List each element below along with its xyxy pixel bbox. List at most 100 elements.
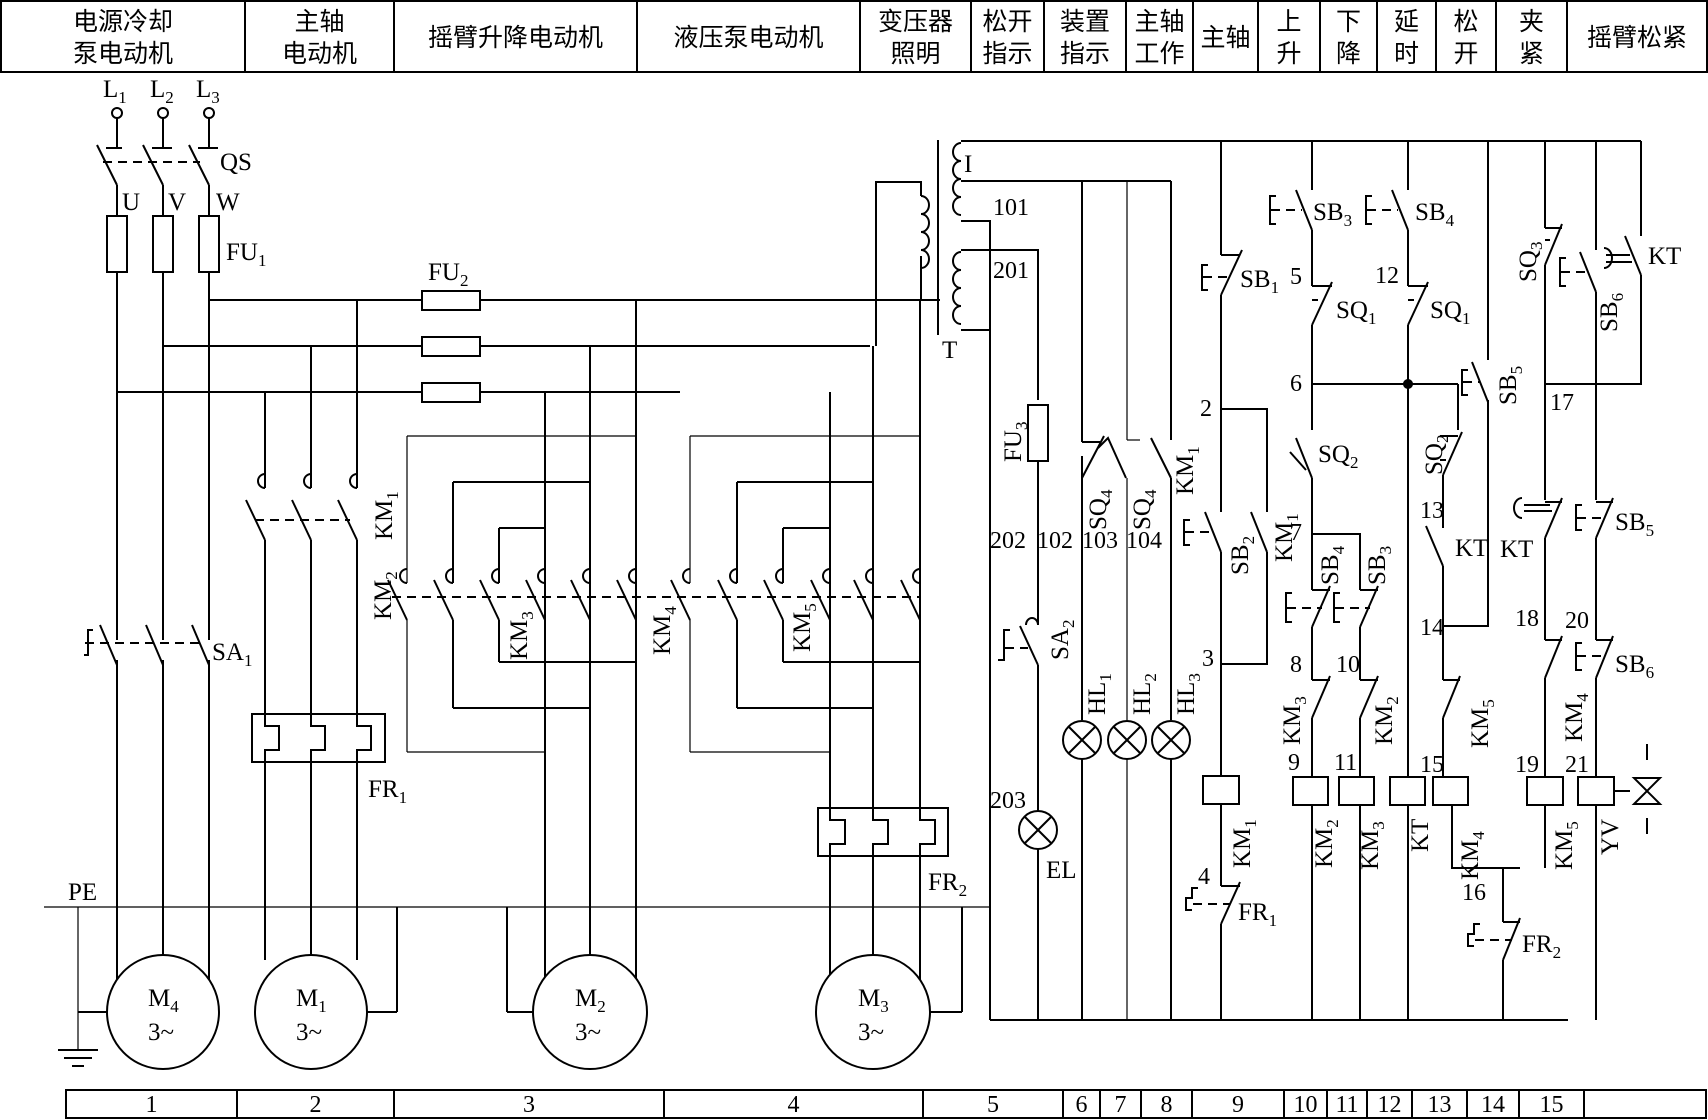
kt-no-label: KT	[1648, 243, 1681, 270]
sb4-interlock[interactable]: SB4	[1285, 545, 1348, 628]
sb3-interlock-label: SB3	[1364, 546, 1395, 585]
control-wiring: 101 201 FU3 SA2 203 EL 202 102 103 104	[961, 140, 1681, 1021]
header-cell-13: 开	[1453, 39, 1478, 68]
kt-nc-delay-contact: KT	[1500, 497, 1563, 563]
header-table: 电源冷却泵电动机主轴电动机摇臂升降电动机液压泵电动机变压器照明松开指示装置指示主…	[0, 0, 1708, 73]
sb6-label: SB6	[1596, 293, 1627, 332]
hl1-label: HL1	[1084, 673, 1115, 715]
sb5-nc-label: SB5	[1615, 509, 1654, 540]
zone-number: 5	[987, 1092, 999, 1118]
m3-label: M3	[858, 985, 889, 1016]
km3-label: KM3	[506, 611, 537, 660]
km1-main-contacts: KM1	[245, 300, 402, 960]
header-cell-6: 指示	[982, 39, 1032, 68]
zone-number: 11	[1335, 1092, 1358, 1118]
km4-interlock: KM4	[1544, 635, 1592, 742]
m2-label: M2	[575, 985, 606, 1016]
fu2-fuses: FU2	[421, 259, 481, 403]
km2-km3-reversing: KM2 KM3	[370, 300, 920, 1005]
wire-15: 15	[1420, 752, 1444, 778]
wire-103: 103	[1082, 528, 1118, 554]
motor-m2: M2 3~	[506, 907, 648, 1070]
m3-phase: 3~	[858, 1019, 884, 1046]
wire-101: 101	[993, 195, 1029, 221]
wire-17: 17	[1550, 390, 1574, 416]
pe-ground: PE	[44, 879, 990, 1067]
sb5-release-button[interactable]: SB5	[1461, 141, 1526, 405]
sb5-nc-contact[interactable]: SB5	[1575, 497, 1654, 540]
km5-coil-label: KM5	[1551, 821, 1582, 870]
header-cell-1: 电源冷却	[73, 7, 173, 36]
sb4-down-button[interactable]: SB4	[1365, 189, 1455, 231]
hl2-label: HL2	[1129, 673, 1160, 715]
wire-12: 12	[1375, 263, 1399, 289]
km5-label: KM5	[789, 603, 820, 652]
zone-border	[65, 1089, 1707, 1119]
header-cell-11: 降	[1336, 39, 1361, 68]
wire-6: 6	[1290, 371, 1302, 397]
sq2-contact-release: SQ2	[1421, 431, 1463, 476]
sb6-clamp-button[interactable]: SB6	[1559, 251, 1627, 332]
sa2-label: SA2	[1047, 620, 1078, 660]
sq3-contact: SQ3	[1515, 223, 1563, 282]
l2-label: L2	[150, 76, 174, 107]
zone-number: 3	[523, 1092, 535, 1118]
wire-14: 14	[1420, 615, 1444, 641]
m1-label: M1	[296, 985, 327, 1016]
km4-coil-label: KM4	[1457, 831, 1488, 880]
wire-104: 104	[1126, 528, 1162, 554]
zone-number: 1	[146, 1092, 158, 1118]
sq1-label-2: SQ1	[1430, 297, 1470, 328]
wire-102: 102	[1037, 528, 1073, 554]
sq4-label-2: SQ4	[1129, 489, 1160, 530]
km5-interlock: KM5	[1442, 675, 1498, 748]
header-cell-6: 松开	[982, 7, 1032, 36]
sb6-nc-contact[interactable]: SB6	[1575, 635, 1654, 682]
km2-label: KM2	[370, 571, 401, 620]
sq1-contact-down: SQ1	[1407, 281, 1470, 328]
sb3-interlock[interactable]: SB3	[1333, 546, 1395, 628]
wire-8: 8	[1290, 652, 1302, 678]
km5-coil	[1526, 776, 1564, 806]
wire-2: 2	[1200, 396, 1212, 422]
fu3-fuse	[1027, 404, 1049, 462]
sq1-contact-up: SQ1	[1311, 281, 1376, 328]
km4-interlock-label: KM4	[1561, 693, 1592, 742]
sa1-switch: SA1	[84, 624, 252, 670]
zone-number: 14	[1481, 1092, 1505, 1118]
fr2-nc-contact: FR2	[1467, 917, 1561, 962]
wire-13: 13	[1420, 498, 1444, 524]
km3-interlock: KM3	[1279, 675, 1331, 745]
km1-hold-label: KM1	[1271, 513, 1302, 562]
header-cell-9: 主轴	[1200, 23, 1250, 52]
header-cell-5: 照明	[890, 39, 940, 68]
header-cell-12: 延	[1394, 7, 1419, 36]
sb4-label: SB4	[1415, 199, 1455, 230]
zone-number: 6	[1076, 1092, 1088, 1118]
km3-coil-label: KM3	[1357, 821, 1388, 870]
motor-m4: M4 3~	[106, 954, 220, 1070]
fr2-thermal-relay: FR2	[817, 807, 967, 900]
header-cell-1: 泵电动机	[73, 39, 173, 68]
fr1-nc-contact: FR1	[1185, 881, 1277, 930]
pe-label: PE	[68, 879, 97, 906]
header-cell-2: 主轴	[294, 7, 344, 36]
junction-dot	[1403, 379, 1413, 389]
sb2-start-button[interactable]: SB2	[1183, 511, 1258, 575]
l3-label: L3	[196, 76, 220, 107]
el-label: EL	[1046, 857, 1077, 884]
yv-coil	[1577, 776, 1615, 806]
wire-3: 3	[1202, 646, 1214, 672]
sq4-nc-contact: SQ4	[1081, 435, 1127, 530]
sb1-stop-button[interactable]: SB1	[1201, 249, 1279, 297]
sb3-label: SB3	[1313, 199, 1352, 230]
power-input: L1 L2 L3 QS U V W	[96, 76, 940, 1040]
transformer-t: T I	[875, 140, 972, 364]
km4-label: KM4	[649, 606, 680, 655]
wire-21: 21	[1565, 752, 1589, 778]
primary-coil	[920, 195, 930, 269]
fu2-label: FU2	[428, 259, 468, 290]
sb3-up-button[interactable]: SB3	[1269, 189, 1352, 231]
km1-self-hold-contact: KM1	[1250, 511, 1302, 562]
